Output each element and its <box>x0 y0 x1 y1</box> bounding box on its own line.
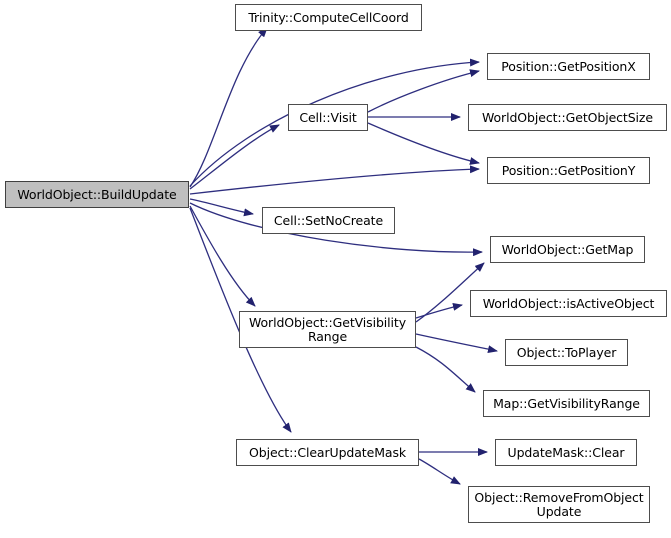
node-label-cell_visit: Cell::Visit <box>299 109 357 125</box>
node-label-remove_from_object_update: Object::RemoveFromObject Update <box>474 489 644 519</box>
edge-paths <box>189 27 498 485</box>
node-label-get_position_y: Position::GetPositionY <box>501 162 636 178</box>
node-get_object_size[interactable]: WorldObject::GetObjectSize <box>468 104 667 131</box>
edge-build_update-to-get_position_y <box>189 165 480 195</box>
node-label-update_mask_clear: UpdateMask::Clear <box>507 444 625 460</box>
node-build_update[interactable]: WorldObject::BuildUpdate <box>5 181 189 208</box>
node-label-get_object_size: WorldObject::GetObjectSize <box>481 109 653 125</box>
node-label-set_no_create: Cell::SetNoCreate <box>273 212 384 228</box>
edge-cell_visit-to-get_position_x <box>367 69 480 113</box>
node-get_map[interactable]: WorldObject::GetMap <box>490 236 645 263</box>
edge-build_update-to-set_no_create <box>189 198 254 217</box>
node-label-is_active_object: WorldObject::isActiveObject <box>482 295 655 311</box>
edge-build_update-to-get_visibility_range <box>189 205 256 307</box>
node-map_get_visibility_range[interactable]: Map::GetVisibilityRange <box>483 390 650 417</box>
node-update_mask_clear[interactable]: UpdateMask::Clear <box>495 439 637 466</box>
edge-build_update-to-clear_update_mask <box>189 207 292 433</box>
node-get_position_x[interactable]: Position::GetPositionX <box>487 53 650 80</box>
edge-clear_update_mask-to-remove_from_object_update <box>418 458 461 485</box>
node-set_no_create[interactable]: Cell::SetNoCreate <box>262 207 395 234</box>
edge-cell_visit-to-get_position_y <box>367 122 480 165</box>
node-compute_cell_coord[interactable]: Trinity::ComputeCellCoord <box>235 4 422 31</box>
node-label-build_update: WorldObject::BuildUpdate <box>17 186 177 202</box>
node-label-get_map: WorldObject::GetMap <box>501 241 634 257</box>
node-get_visibility_range[interactable]: WorldObject::GetVisibility Range <box>239 311 416 348</box>
node-label-get_position_x: Position::GetPositionX <box>501 58 636 74</box>
node-label-to_player: Object::ToPlayer <box>516 344 617 360</box>
node-label-map_get_visibility_range: Map::GetVisibilityRange <box>493 395 640 411</box>
node-is_active_object[interactable]: WorldObject::isActiveObject <box>470 290 667 317</box>
edge-get_visibility_range-to-is_active_object <box>415 302 463 319</box>
edge-get_visibility_range-to-map_get_visibility_range <box>415 346 476 393</box>
node-label-clear_update_mask: Object::ClearUpdateMask <box>249 444 406 460</box>
edge-build_update-to-cell_visit <box>189 124 280 190</box>
node-label-compute_cell_coord: Trinity::ComputeCellCoord <box>248 9 409 25</box>
edge-build_update-to-get_position_x <box>189 58 480 187</box>
edge-get_visibility_range-to-to_player <box>415 333 498 354</box>
node-remove_from_object_update[interactable]: Object::RemoveFromObject Update <box>468 486 650 523</box>
node-label-get_visibility_range: WorldObject::GetVisibility Range <box>248 314 407 344</box>
edge-build_update-to-compute_cell_coord <box>189 27 268 188</box>
node-to_player[interactable]: Object::ToPlayer <box>505 339 628 366</box>
node-get_position_y[interactable]: Position::GetPositionY <box>487 157 650 184</box>
node-cell_visit[interactable]: Cell::Visit <box>288 104 368 131</box>
node-clear_update_mask[interactable]: Object::ClearUpdateMask <box>236 439 419 466</box>
edge-build_update-to-get_map <box>189 202 483 257</box>
edge-get_visibility_range-to-get_map <box>415 262 485 323</box>
